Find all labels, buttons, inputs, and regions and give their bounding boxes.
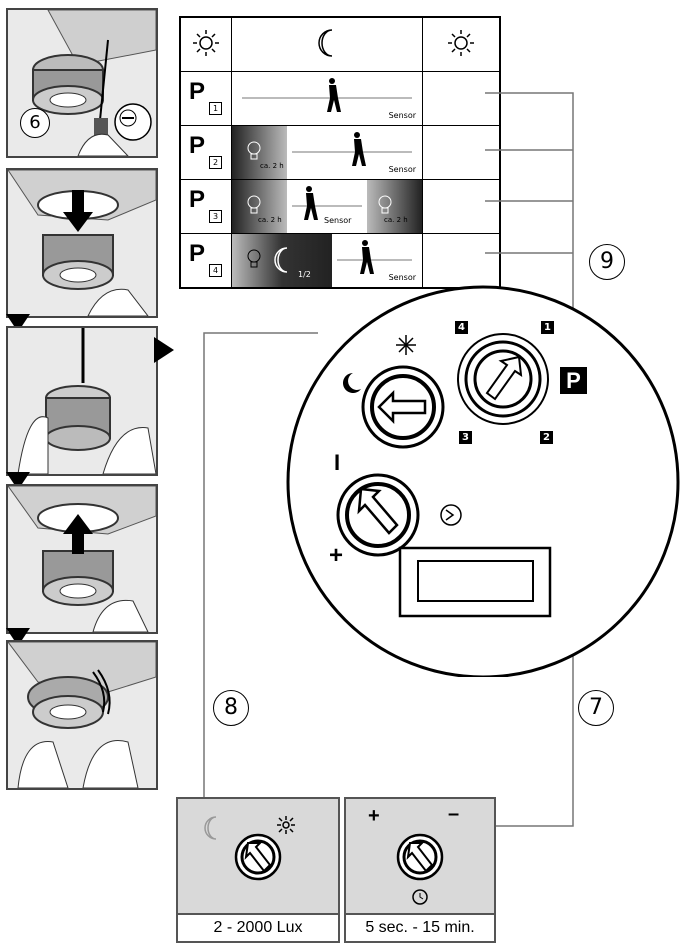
lux-range-caption: 2 - 2000 Lux — [178, 913, 338, 941]
program-index: 3 — [209, 210, 222, 223]
program-letter: P — [189, 78, 206, 105]
sun-icon — [396, 335, 416, 355]
lux-setting-panel: 2 - 2000 Lux — [176, 797, 340, 943]
sun-icon — [277, 816, 295, 834]
timer-label: ca. 2 h — [258, 216, 282, 224]
program-1-night: Sensor — [231, 71, 423, 126]
lux-knob-detail — [204, 816, 295, 881]
program-3-label: P 3 — [179, 179, 232, 234]
program-index: 1 — [209, 102, 222, 115]
program-position-4: 4 — [455, 321, 468, 334]
sun-icon — [193, 29, 219, 56]
step-photo-1: 6 — [6, 8, 158, 158]
header-night-cell — [231, 16, 423, 72]
time-plus-label: + — [368, 805, 380, 827]
walking-person-icon — [242, 78, 412, 112]
time-minus-label: – — [448, 803, 460, 825]
moon-icon — [318, 28, 333, 57]
program-4-night: 1/2 Sensor — [231, 233, 423, 289]
timer-icon — [440, 504, 462, 526]
program-position-3: 3 — [459, 431, 472, 444]
program-position-1: 1 — [541, 321, 554, 334]
program-index: 2 — [209, 156, 222, 169]
time-plus-label: + — [329, 542, 344, 569]
lamp-timer-graphic — [232, 126, 412, 179]
program-knob[interactable] — [457, 333, 549, 425]
header-day-cell-right — [422, 16, 501, 72]
callout-8: 8 — [213, 690, 249, 726]
program-table: P 1 Sensor P 2 ca. 2 h Sensor — [179, 16, 501, 289]
program-letter: P — [189, 132, 206, 159]
arrow-right — [154, 337, 174, 363]
moon-icon — [343, 373, 361, 393]
program-3-day — [422, 179, 501, 234]
program-position-2: 2 — [540, 431, 553, 444]
time-setting-panel: + – 5 sec. - 15 min. — [344, 797, 496, 943]
display-window — [417, 560, 534, 602]
time-knob-detail — [396, 833, 444, 905]
program-letter: P — [189, 186, 206, 213]
sensor-label: Sensor — [388, 273, 416, 282]
step-photo-4 — [6, 484, 158, 634]
lux-knob[interactable] — [361, 365, 445, 449]
program-3-night: ca. 2 h Sensor ca. 2 h — [231, 179, 423, 234]
sensor-label: Sensor — [388, 111, 416, 120]
time-range-caption: 5 sec. - 15 min. — [346, 913, 494, 941]
moon-icon — [204, 816, 217, 840]
step-photo-2 — [6, 168, 158, 318]
lamp-half-night-graphic — [232, 234, 412, 287]
callout-7: 7 — [578, 690, 614, 726]
step-photo-3 — [6, 326, 158, 476]
program-badge: P — [560, 367, 587, 394]
time-minus-label: I — [334, 450, 341, 475]
callout-9: 9 — [589, 244, 625, 280]
time-knob[interactable] — [336, 473, 420, 557]
fraction-label: 1/2 — [298, 270, 311, 279]
program-letter: P — [189, 240, 206, 267]
program-2-label: P 2 — [179, 125, 232, 180]
lamp-timer-graphic — [232, 180, 422, 233]
callout-6: 6 — [20, 108, 50, 138]
program-4-label: P 4 — [179, 233, 232, 289]
timer-icon — [412, 889, 428, 905]
timer-label: ca. 2 h — [384, 216, 408, 224]
program-1-day — [422, 71, 501, 126]
program-2-day — [422, 125, 501, 180]
sensor-label: Sensor — [388, 165, 416, 174]
timer-label: ca. 2 h — [260, 162, 284, 170]
sensor-label: Sensor — [324, 216, 352, 225]
program-index: 4 — [209, 264, 222, 277]
step-photo-5 — [6, 640, 158, 790]
sun-icon — [448, 29, 474, 56]
detector-dial-panel — [286, 285, 680, 677]
